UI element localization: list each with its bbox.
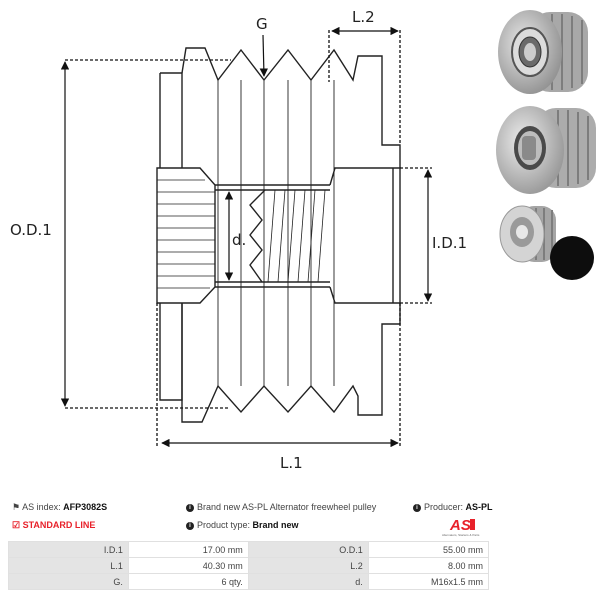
extension-lines <box>65 30 432 446</box>
product-type-value: Brand new <box>252 520 299 530</box>
product-type-label: Product type: <box>197 520 251 530</box>
g-arrow <box>259 34 269 77</box>
spec-key: d. <box>247 573 369 590</box>
spec-key: O.D.1 <box>247 541 369 558</box>
pulley-side-view-with-cap <box>499 205 594 280</box>
as-index-label: AS index: <box>22 502 61 512</box>
as-index: ⚑ AS index: AFP3082S <box>12 502 107 513</box>
threaded-bore <box>215 184 330 288</box>
spec-key: L.1 <box>8 557 129 574</box>
spec-value: 8.00 mm <box>367 557 490 574</box>
table-row: G. 6 qty. d. M16x1.5 mm <box>8 573 490 590</box>
id1-label: I.D.1 <box>432 234 467 252</box>
table-row: I.D.1 17.00 mm O.D.1 55.00 mm <box>8 541 490 558</box>
technical-drawing: O.D.1 I.D.1 G L.1 L.2 d. <box>10 8 467 472</box>
logo-text: AS <box>449 517 471 534</box>
info-icon: i <box>413 503 421 512</box>
info-icon: i <box>186 521 194 530</box>
spec-value: 6 qty. <box>127 573 249 590</box>
dimension-arrows <box>60 26 433 448</box>
l1-label: L.1 <box>280 454 303 472</box>
right-hub <box>329 167 401 304</box>
spec-value: 40.30 mm <box>127 557 249 574</box>
specs-table: I.D.1 17.00 mm O.D.1 55.00 mm L.1 40.30 … <box>8 541 490 590</box>
info-icon: i <box>186 503 194 512</box>
pulley-front-view <box>498 10 588 94</box>
spec-key: L.2 <box>247 557 369 574</box>
pulley-body-bottom <box>181 303 401 423</box>
producer-label: Producer: <box>424 502 464 512</box>
as-index-value: AFP3082S <box>63 502 108 512</box>
l2-label: L.2 <box>352 8 375 26</box>
od1-label: O.D.1 <box>10 221 52 239</box>
d-label: d. <box>232 231 246 249</box>
thread-profile <box>249 189 266 283</box>
tag-icon: ⚑ <box>12 502 21 512</box>
description-text: Brand new AS-PL Alternator freewheel pul… <box>197 502 377 512</box>
standard-line-label: STANDARD LINE <box>22 520 96 530</box>
thread-hatch <box>267 189 326 283</box>
left-flange <box>159 72 183 401</box>
spec-value: 55.00 mm <box>367 541 490 558</box>
spec-key: I.D.1 <box>8 541 129 558</box>
groove-lines <box>217 80 335 386</box>
as-pl-logo: AS Alternators, Starters & Parts <box>442 517 480 537</box>
splined-hub <box>156 167 216 304</box>
pulley-rear-view <box>496 106 596 194</box>
producer-value: AS-PL <box>465 502 493 512</box>
spec-value: 17.00 mm <box>127 541 249 558</box>
g-label: G <box>256 15 268 33</box>
pulley-body-top <box>181 47 401 168</box>
spec-value: M16x1.5 mm <box>367 573 490 590</box>
standard-line-badge: ☑ STANDARD LINE <box>12 520 95 531</box>
spec-key: G. <box>8 573 129 590</box>
logo-tagline: Alternators, Starters & Parts <box>442 533 480 537</box>
spline-lines <box>157 179 215 289</box>
table-row: L.1 40.30 mm L.2 8.00 mm <box>8 557 490 574</box>
black-cap <box>550 236 594 280</box>
checkbox-icon: ☑ <box>12 520 21 530</box>
